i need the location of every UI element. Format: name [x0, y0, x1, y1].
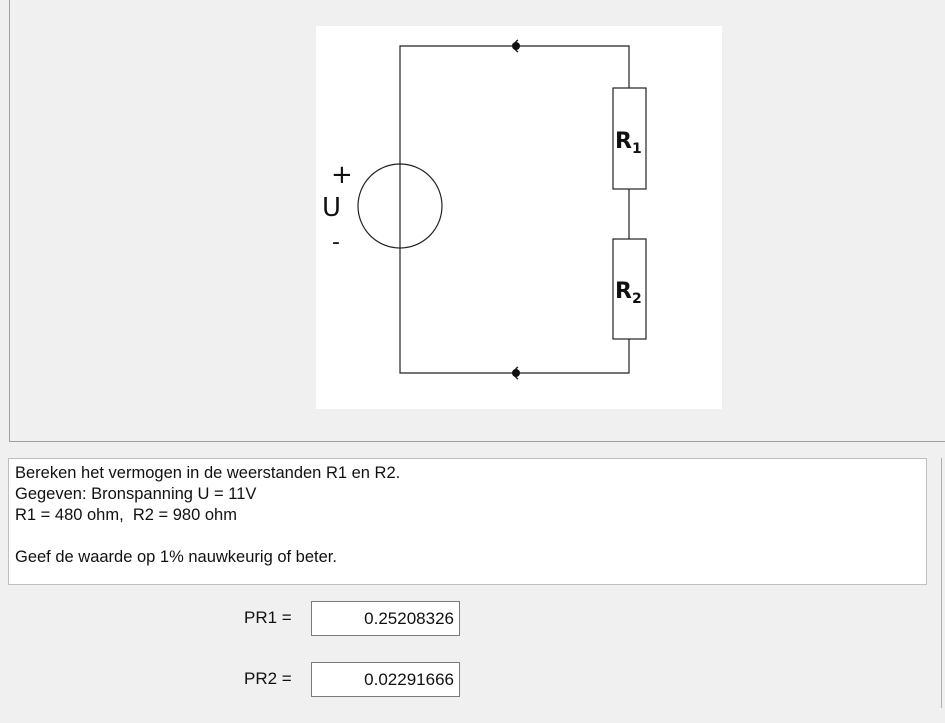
r2-label-main: R	[615, 279, 632, 304]
panel-edge	[941, 458, 942, 708]
question-text-box: Bereken het vermogen in de weerstanden R…	[8, 458, 927, 585]
resistor-r1	[612, 87, 647, 190]
source-plus-sign: +	[331, 160, 353, 190]
source-minus-sign: -	[332, 230, 340, 255]
question-line-2: Gegeven: Bronspanning U = 11V	[15, 485, 257, 503]
pr2-label: PR2 =	[244, 669, 292, 688]
source-label: U	[322, 193, 341, 223]
voltage-source-symbol	[357, 163, 443, 249]
circuit-diagram: + U - R1 R2	[316, 26, 722, 409]
pr2-input[interactable]	[311, 662, 460, 697]
terminal-bottom	[512, 366, 520, 380]
terminal-top	[512, 39, 520, 53]
r1-label-main: R	[615, 129, 632, 154]
question-line-4: Geef de waarde op 1% nauwkeurig of beter…	[15, 548, 337, 566]
question-line-1: Bereken het vermogen in de weerstanden R…	[15, 464, 401, 482]
r1-label: R1	[615, 129, 642, 157]
pr1-label: PR1 =	[244, 608, 292, 627]
question-line-3: R1 = 480 ohm, R2 = 980 ohm	[15, 506, 237, 524]
r2-label: R2	[615, 279, 642, 307]
resistor-r2	[612, 238, 647, 340]
question-spacer	[15, 526, 920, 547]
pr1-input[interactable]	[311, 601, 460, 636]
r2-label-sub: 2	[632, 291, 642, 307]
r1-label-sub: 1	[632, 141, 642, 157]
